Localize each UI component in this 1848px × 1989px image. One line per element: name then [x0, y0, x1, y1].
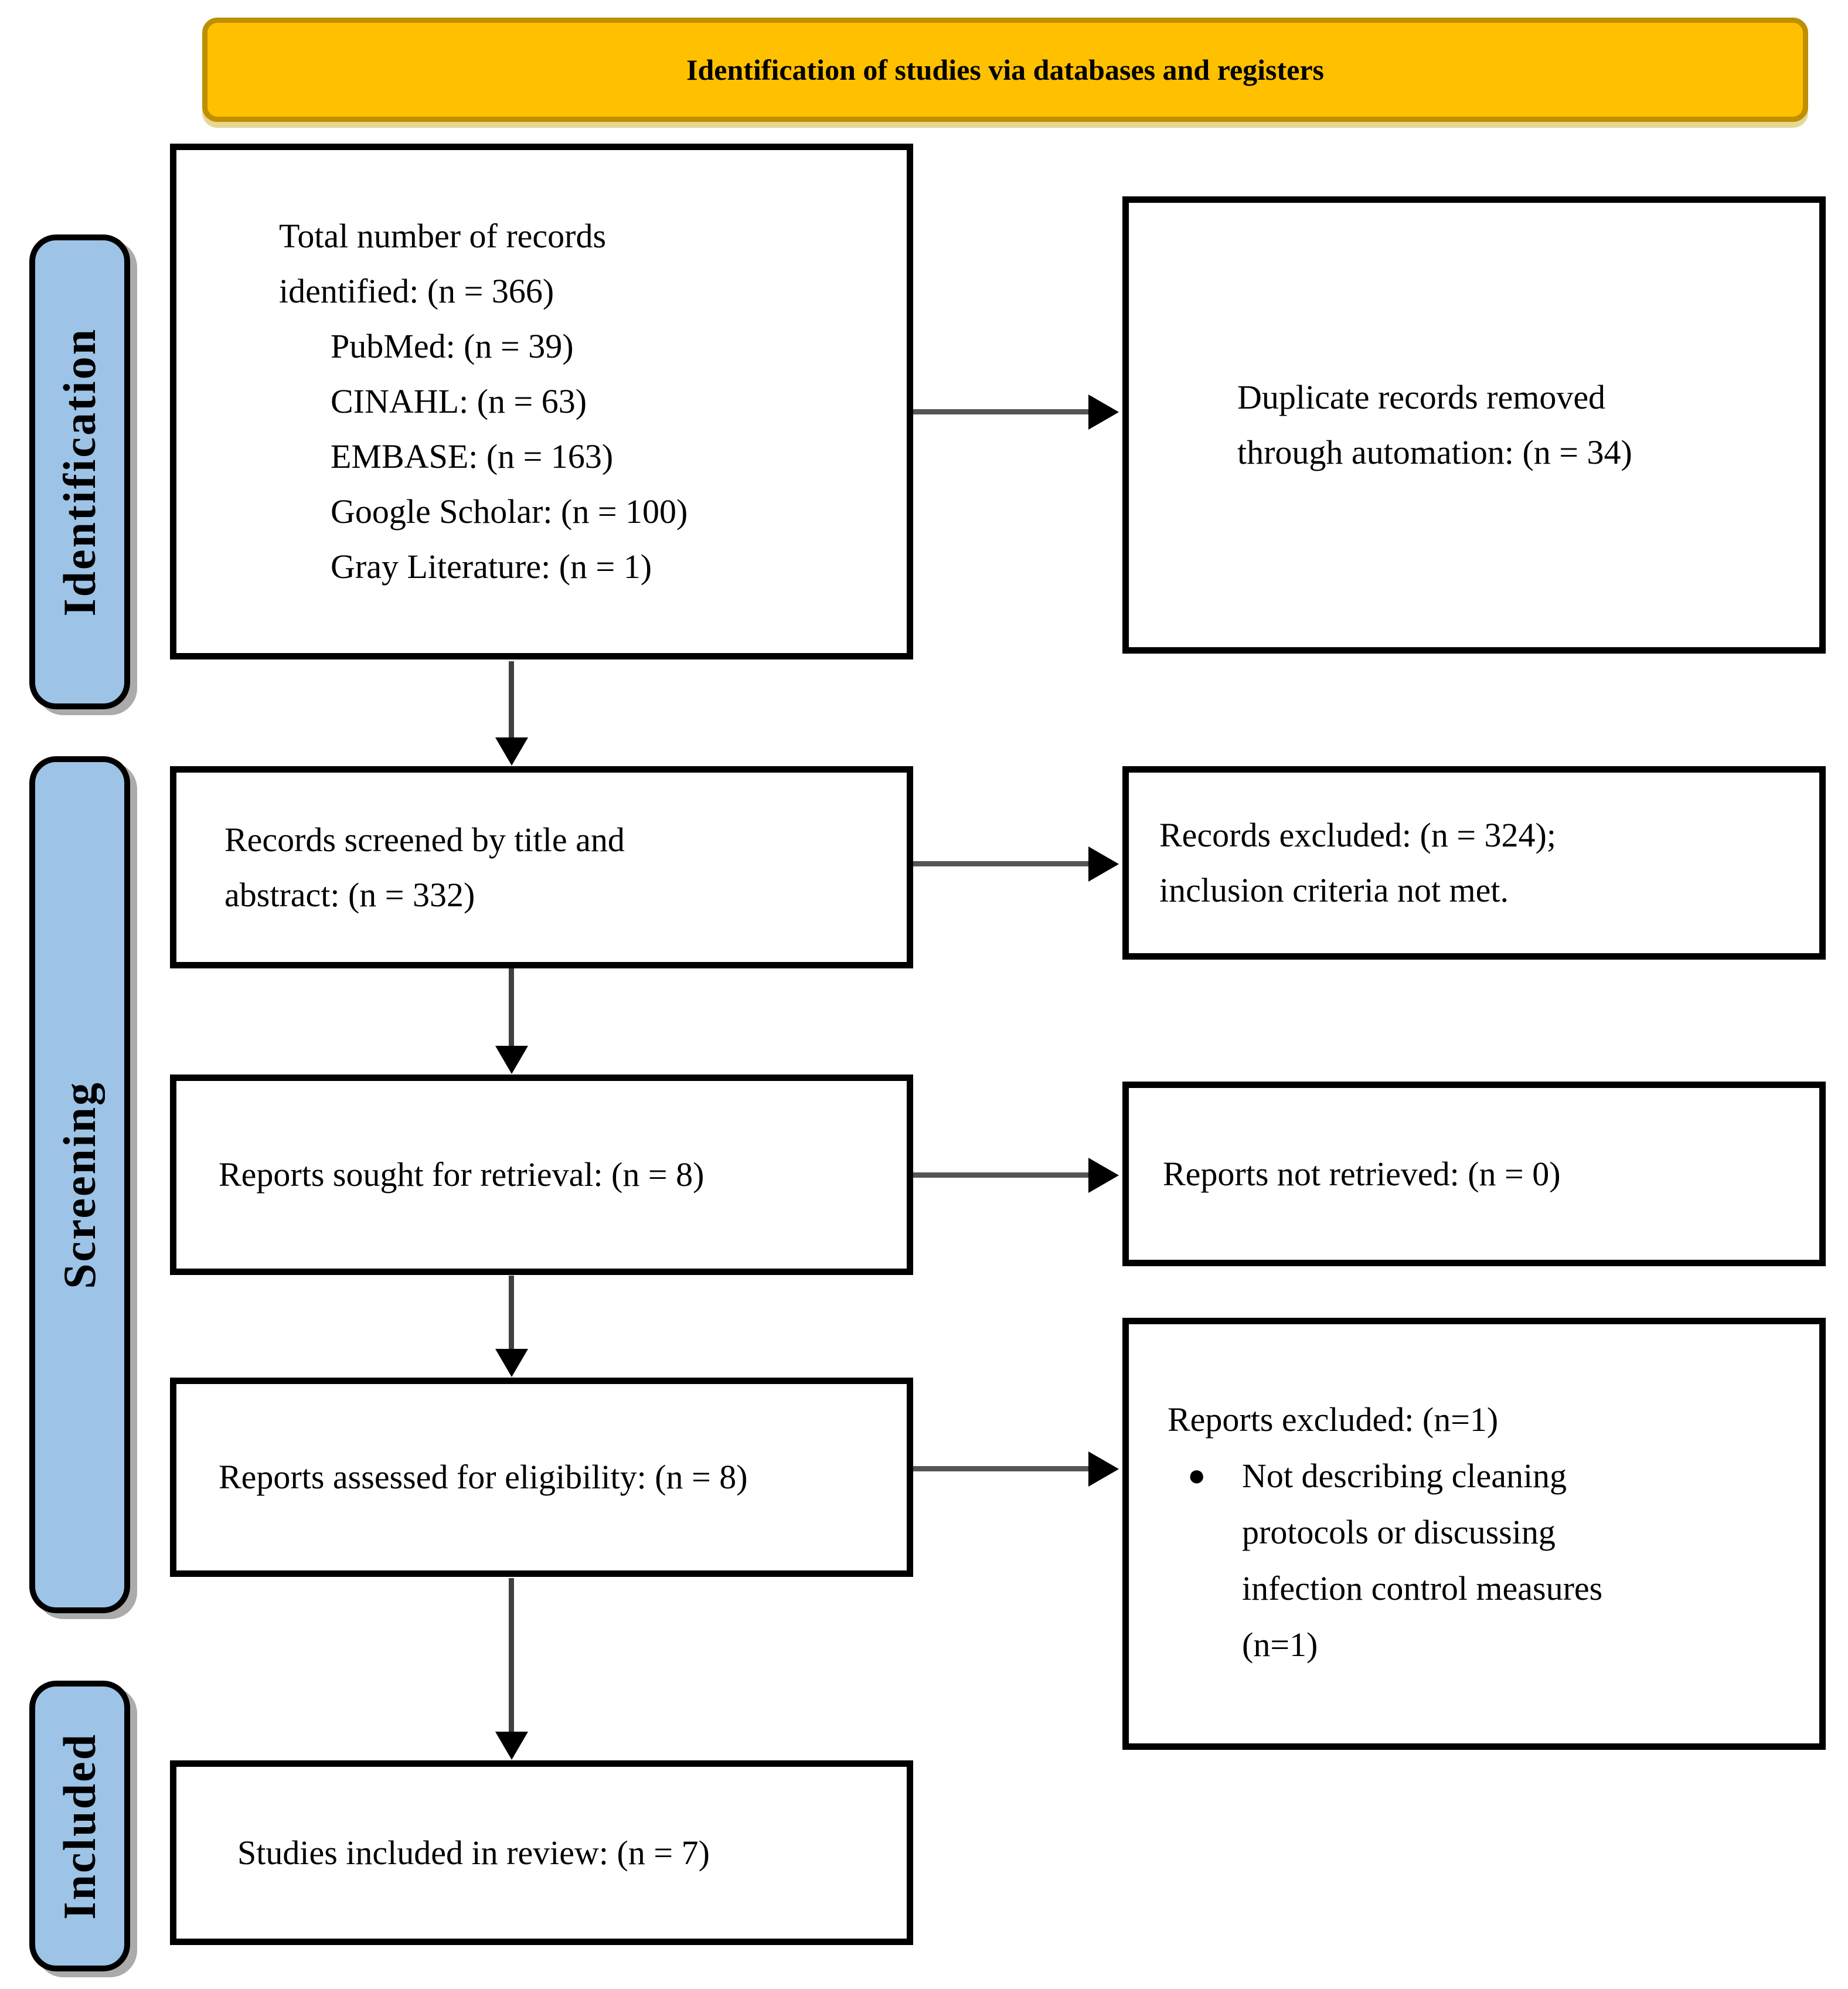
box-text-line: Records screened by title and: [224, 820, 625, 859]
box-reports-not-retrieved: Reports not retrieved: (n = 0): [1122, 1082, 1826, 1266]
source-count-cinahl: CINAHL: (n = 63): [331, 382, 587, 420]
exclusion-reason-text: Not describing cleaning protocols or dis…: [1242, 1448, 1796, 1673]
box-text-line: Total number of records: [279, 217, 607, 255]
stage-rail-identification: Identification: [29, 234, 130, 709]
arrow-down-sought-to-assessed: [509, 1276, 514, 1349]
box-text-line: Reports assessed for eligibility: (n = 8…: [219, 1458, 748, 1496]
source-count-google-scholar: Google Scholar: (n = 100): [331, 492, 688, 531]
box-records-identified: Total number of records identified: (n =…: [170, 144, 913, 659]
box-text-line: Studies included in review: (n = 7): [237, 1833, 710, 1872]
box-text-line: protocols or discussing: [1242, 1513, 1556, 1551]
stage-rail-screening: Screening: [29, 756, 130, 1613]
arrow-right-sought-to-not-retrieved: [913, 1172, 1089, 1178]
header-banner: Identification of studies via databases …: [202, 18, 1808, 122]
arrow-down-assessed-to-included: [509, 1578, 514, 1732]
stage-label-identification: Identification: [54, 327, 105, 617]
arrow-down-identified-to-screened: [509, 661, 514, 738]
box-text-line: Records excluded: (n = 324);: [1159, 816, 1556, 854]
box-text-line: inclusion criteria not met.: [1159, 871, 1509, 909]
source-count-pubmed: PubMed: (n = 39): [331, 327, 574, 365]
box-text-line: Reports sought for retrieval: (n = 8): [219, 1155, 705, 1194]
box-text-line: Reports not retrieved: (n = 0): [1163, 1154, 1561, 1193]
box-reports-sought: Reports sought for retrieval: (n = 8): [170, 1075, 913, 1275]
arrow-right-identified-to-duplicates: [913, 409, 1089, 414]
box-text-line: (n=1): [1242, 1626, 1318, 1664]
stage-label-included: Included: [54, 1732, 105, 1920]
exclusion-reason-item: ● Not describing cleaning protocols or d…: [1168, 1448, 1796, 1673]
stage-label-screening: Screening: [54, 1080, 105, 1289]
box-text-line: Reports excluded: (n=1): [1168, 1400, 1499, 1439]
source-count-embase: EMBASE: (n = 163): [331, 437, 614, 475]
box-text-line: infection control measures: [1242, 1569, 1603, 1607]
box-text-line: Duplicate records removed: [1237, 378, 1606, 416]
box-records-screened: Records screened by title and abstract: …: [170, 766, 913, 968]
box-duplicates-removed: Duplicate records removed through automa…: [1122, 196, 1826, 654]
bullet-icon: ●: [1187, 1459, 1206, 1492]
box-text-line: identified: (n = 366): [279, 272, 554, 310]
source-count-gray-literature: Gray Literature: (n = 1): [331, 548, 652, 586]
header-title: Identification of studies via databases …: [686, 53, 1324, 86]
arrow-right-assessed-to-excluded: [913, 1466, 1089, 1471]
arrow-right-screened-to-excluded: [913, 861, 1089, 866]
box-text-line: Not describing cleaning: [1242, 1457, 1567, 1495]
box-text-line: through automation: (n = 34): [1237, 433, 1632, 471]
arrow-down-screened-to-sought: [509, 968, 514, 1046]
box-reports-excluded: Reports excluded: (n=1) ● Not describing…: [1122, 1318, 1826, 1750]
box-records-excluded: Records excluded: (n = 324); inclusion c…: [1122, 766, 1826, 960]
stage-rail-included: Included: [29, 1681, 130, 1971]
box-studies-included: Studies included in review: (n = 7): [170, 1760, 913, 1945]
box-text-line: abstract: (n = 332): [224, 875, 475, 914]
box-reports-assessed: Reports assessed for eligibility: (n = 8…: [170, 1378, 913, 1577]
